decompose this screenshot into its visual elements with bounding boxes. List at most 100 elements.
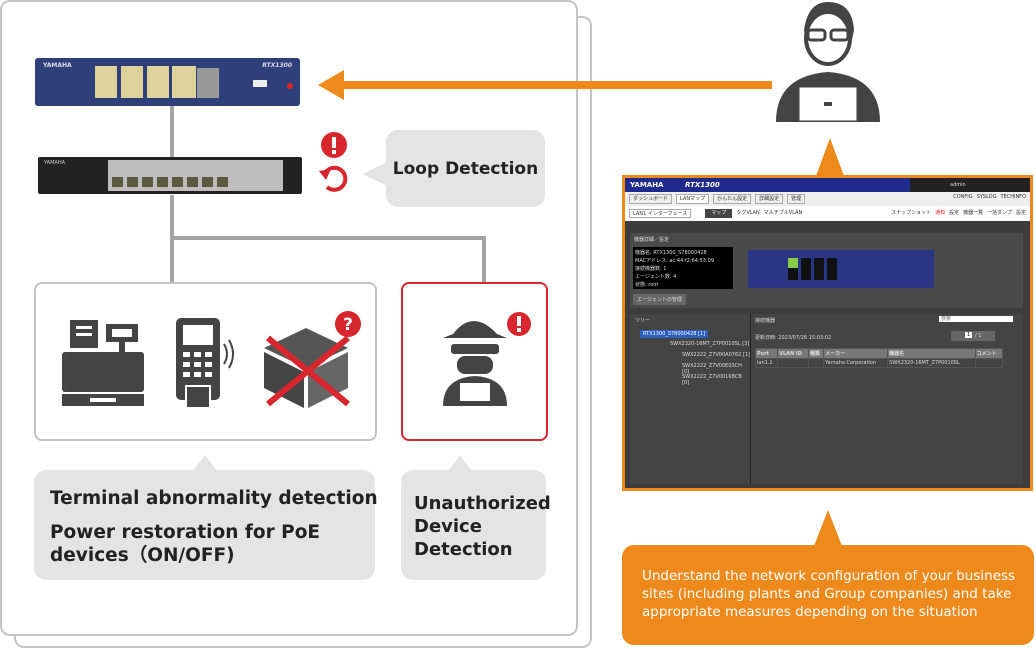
usb-port <box>253 80 267 87</box>
tree-title: ツリー <box>635 318 651 324</box>
tree-panel: ツリー RTX1300_S78000428 [1] SWX2320-16MT_Z… <box>630 314 751 484</box>
card-terminal-icon <box>176 318 234 409</box>
bubble-pointer <box>193 455 217 471</box>
view-tab[interactable]: マルチプルVLAN <box>763 210 803 216</box>
screen-tab[interactable]: 詳細設定 <box>755 194 784 204</box>
unauthorized-label-line2: Device <box>414 516 482 537</box>
bubble-pointer <box>448 455 472 471</box>
screen-tabbar: ダッシュボード LANマップ かんたん設定 詳細設定 管理 CONFIG SYS… <box>625 192 1030 206</box>
arrow-up-to-screen <box>814 510 842 546</box>
router-image-active-port <box>788 258 798 268</box>
switch-port-row <box>112 177 232 187</box>
details-panel: 機器詳細／設定 機器名: RTX1300_S78000428 MACアドレス: … <box>630 233 1023 308</box>
cell: SWX2320-16MT_Z7P0010SL <box>887 358 976 368</box>
tree-node[interactable]: SWX2320-16MT_Z7P0010SL [3] <box>670 341 750 347</box>
caption-box: Understand the network configuration of … <box>622 545 1034 645</box>
lan-ports-2 <box>172 66 196 98</box>
svg-text:?: ? <box>343 315 353 335</box>
bubble-pointer <box>362 162 388 186</box>
arrow-up-to-admin <box>816 138 844 176</box>
info-title: 接続機器 <box>755 318 776 324</box>
detail-line: 機器名: RTX1300_S78000428 <box>635 250 707 256</box>
toolbar-item[interactable]: 設定 <box>1015 210 1026 216</box>
col-header[interactable]: Port <box>754 348 779 359</box>
lan-map-screenshot: YAMAHA RTX1300 admin ダッシュボード LANマップ かんたん… <box>622 175 1033 491</box>
tree-node[interactable]: SWX2222_Z7V00E03CH [0] <box>682 363 742 375</box>
pagination[interactable]: 1 / 1 <box>951 331 995 341</box>
tree-node[interactable]: SWX2222_Z7V00A0762 [1] <box>682 352 750 358</box>
screen-link[interactable]: TECHINFO <box>1000 194 1027 200</box>
screen-tab[interactable]: かんたん設定 <box>713 194 752 204</box>
loop-icon <box>319 165 348 192</box>
loop-detection-label: Loop Detection <box>386 130 545 207</box>
screen-user[interactable]: admin <box>950 182 966 188</box>
page-number[interactable]: 1 <box>965 332 973 338</box>
detail-line: MACアドレス: ac:44:f2:64:53:09 <box>635 258 715 264</box>
spacer <box>806 209 887 218</box>
toolbar-item[interactable]: 一括ダンプ <box>987 210 1012 216</box>
detail-line: エージェント数: 4 <box>635 274 677 280</box>
col-header[interactable]: コメント <box>974 348 1004 359</box>
unauthorized-device-box <box>401 282 548 441</box>
screen-subbar: LAN1 インターフェース マップ タグVLAN マルチプルVLAN スナップシ… <box>625 206 1030 221</box>
router-switch-line <box>170 105 174 160</box>
screen-link[interactable]: CONFIG <box>953 194 973 200</box>
table-row[interactable]: lan1.1 Yamaha Corporation SWX2320-16MT_Z… <box>754 358 1004 368</box>
detail-line: 状態: root <box>635 282 659 288</box>
router-image <box>748 250 934 288</box>
tree-node[interactable]: RTX1300_S78000428 [1] <box>640 330 709 338</box>
terminal-devices-box: ? <box>34 282 377 441</box>
cell <box>777 358 809 368</box>
cell: lan1.1 <box>754 358 779 368</box>
hacker-icon <box>443 312 531 406</box>
col-header[interactable]: 種類 <box>807 348 825 359</box>
screen-tab[interactable]: 管理 <box>787 194 806 204</box>
switch-brand: YAMAHA <box>44 160 66 166</box>
connected-table: Port VLAN ID 種類 メーカー 機器名 コメント lan1.1 Yam… <box>754 348 1004 368</box>
toolbar-item[interactable]: 設定 <box>949 210 960 216</box>
router-brand: YAMAHA <box>43 62 72 69</box>
agent-management-button[interactable]: エージェントの管理 <box>633 294 686 305</box>
screen-tab[interactable]: LANマップ <box>676 194 710 204</box>
router-image-ports <box>788 258 838 280</box>
administrator-icon <box>776 2 880 122</box>
screen-link[interactable]: SYSLOG <box>976 194 997 200</box>
router-model: RTX1300 <box>262 62 292 69</box>
screen-brand: YAMAHA <box>630 181 664 189</box>
power-button <box>287 83 293 89</box>
branch-line <box>170 236 486 240</box>
router-rtx1300: YAMAHA RTX1300 <box>35 58 300 106</box>
col-header[interactable]: メーカー <box>823 348 889 359</box>
search-input[interactable] <box>939 316 1013 322</box>
caption-text: Understand the network configuration of … <box>642 568 1016 620</box>
toolbar-item[interactable]: スナップショット <box>891 210 932 216</box>
screen-tab[interactable]: ダッシュボード <box>629 194 673 204</box>
terminal-label-line3: devices（ON/OFF) <box>50 545 235 566</box>
view-tab[interactable]: タグVLAN <box>736 210 760 216</box>
arrow-shaft <box>340 81 772 89</box>
col-header[interactable]: 機器名 <box>887 348 976 359</box>
switch-device: YAMAHA <box>38 157 302 194</box>
cash-register-icon <box>62 320 144 406</box>
loop-detection-text: Loop Detection <box>392 158 539 179</box>
device-details: 機器名: RTX1300_S78000428 MACアドレス: ac:44:f2… <box>633 247 733 289</box>
alert-icon <box>321 132 347 158</box>
view-tab[interactable]: マップ <box>705 209 733 218</box>
updated-time: 更新日時: 2023/07/26 15:03:02 <box>755 335 832 341</box>
detail-line: 接続機器数: 1 <box>635 266 667 272</box>
broken-device-icon: ? <box>264 311 361 408</box>
sfp-ports <box>197 68 219 98</box>
spacer <box>809 194 949 204</box>
toolbar-item[interactable]: 通知 <box>935 210 946 216</box>
page-total: / 1 <box>975 333 982 339</box>
screen-model: RTX1300 <box>685 181 720 189</box>
arrow-head <box>318 70 344 100</box>
col-header[interactable]: VLAN ID <box>777 348 809 359</box>
tree-node[interactable]: SWX2222_Z7V0016BCB [0] <box>682 374 742 386</box>
interface-select[interactable]: LAN1 インターフェース <box>629 209 692 218</box>
screen-header: YAMAHA RTX1300 admin <box>625 178 1030 192</box>
section-title: 機器詳細／設定 <box>634 237 670 243</box>
unauthorized-label-line1: Unauthorized <box>414 493 551 514</box>
connected-panel: 接続機器 更新日時: 2023/07/26 15:03:02 1 / 1 Por… <box>751 314 1023 484</box>
toolbar-item[interactable]: 機器一覧 <box>963 210 984 216</box>
